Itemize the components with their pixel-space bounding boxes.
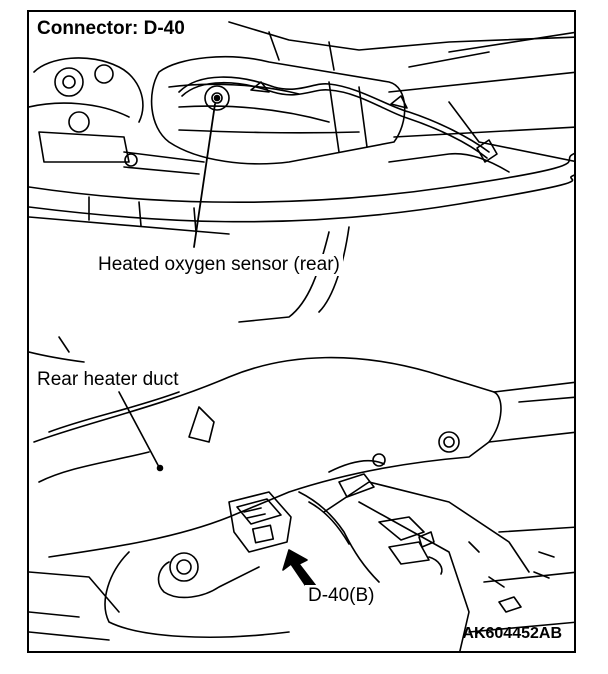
figure-code: AK604452AB: [462, 625, 562, 642]
lower-view-duct: [29, 336, 574, 651]
diagram-frame: Connector: D-40 Heated oxygen sensor (re…: [27, 10, 576, 653]
label-heated-oxygen-sensor: Heated oxygen sensor (rear): [95, 254, 343, 276]
label-connector-d40b: D-40(B): [305, 585, 378, 607]
diagram-title: Connector: D-40: [37, 18, 185, 39]
line-drawing: [29, 21, 574, 651]
upper-view-exhaust: [29, 21, 574, 323]
label-rear-heater-duct: Rear heater duct: [34, 369, 182, 391]
